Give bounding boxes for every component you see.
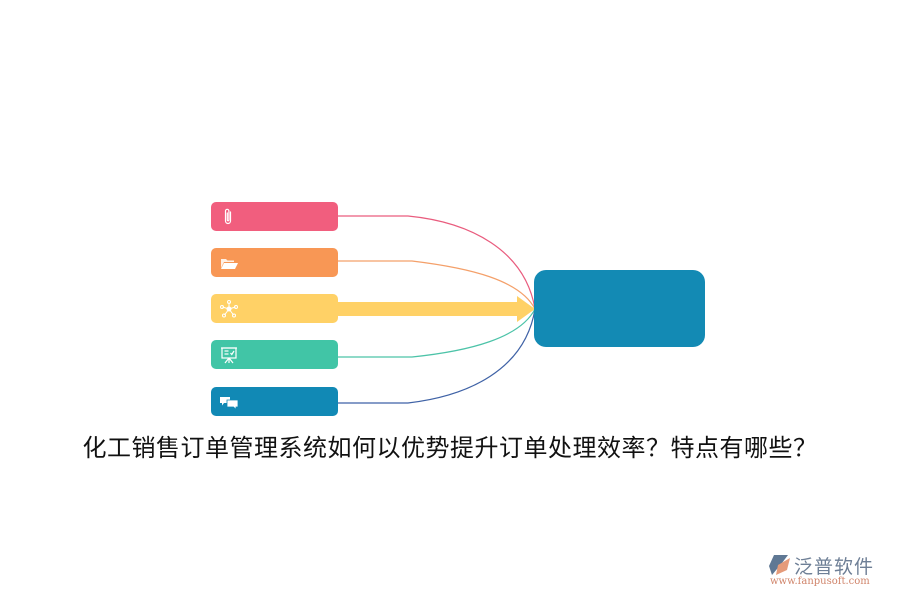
- network-hub-icon: [220, 300, 238, 318]
- node-bar-4: [211, 340, 338, 369]
- connector-2: [338, 260, 536, 310]
- fanpu-logo-icon: [769, 555, 790, 575]
- presentation-board-icon: [221, 347, 237, 364]
- folder-open-icon: [221, 259, 238, 269]
- connector-4: [338, 308, 536, 358]
- logo-url: www.fanpusoft.com: [770, 576, 870, 587]
- paperclip-icon: [224, 208, 232, 225]
- connector-3-shaft: [336, 302, 519, 316]
- chat-bubbles-icon: [220, 397, 239, 411]
- center-node: [534, 270, 705, 347]
- connector-3-arrowhead: [517, 296, 535, 322]
- node-bar-2: [211, 248, 338, 277]
- page-title: 化工销售订单管理系统如何以优势提升订单处理效率？特点有哪些？: [82, 434, 818, 462]
- node-bar-3: [211, 294, 338, 323]
- logo-name: 泛普软件: [794, 556, 875, 578]
- connector-1: [338, 215, 536, 310]
- brand-logo: 泛普软件 www.fanpusoft.com: [768, 552, 893, 588]
- node-bar-5: [211, 387, 338, 416]
- node-bar-1: [211, 202, 338, 231]
- connector-5: [338, 308, 536, 404]
